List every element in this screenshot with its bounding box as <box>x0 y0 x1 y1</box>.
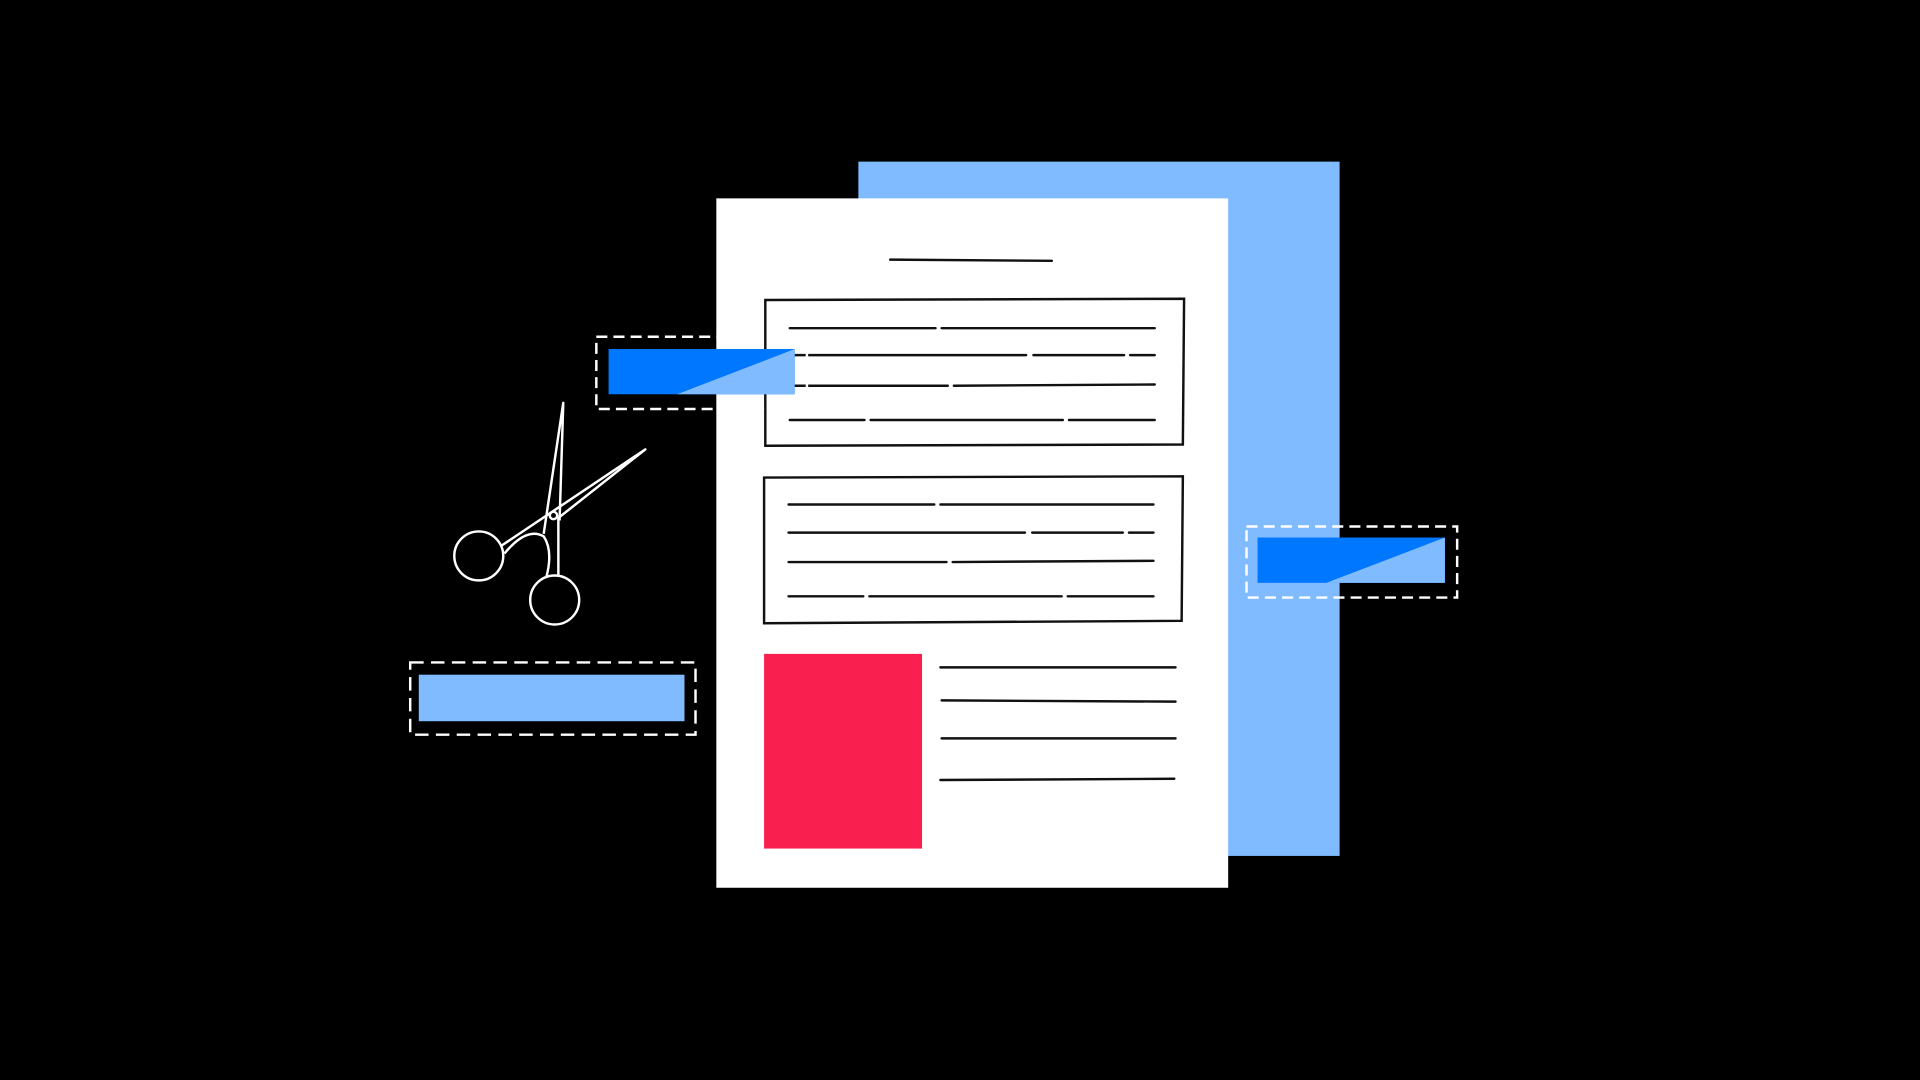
text-box-2-lines <box>787 503 1155 598</box>
image-block <box>764 653 923 849</box>
cut-snippet-right <box>1245 525 1459 599</box>
cut-snippet-top-left <box>595 335 809 411</box>
text-box-2 <box>762 475 1185 625</box>
cut-snippet-bottom-left <box>408 661 697 736</box>
image-caption-lines <box>939 666 1177 782</box>
text-box-1-lines <box>788 326 1156 422</box>
text-box-1 <box>764 297 1186 447</box>
page-content <box>762 258 1186 782</box>
title-line <box>888 258 1054 263</box>
scissors-icon <box>453 401 647 626</box>
